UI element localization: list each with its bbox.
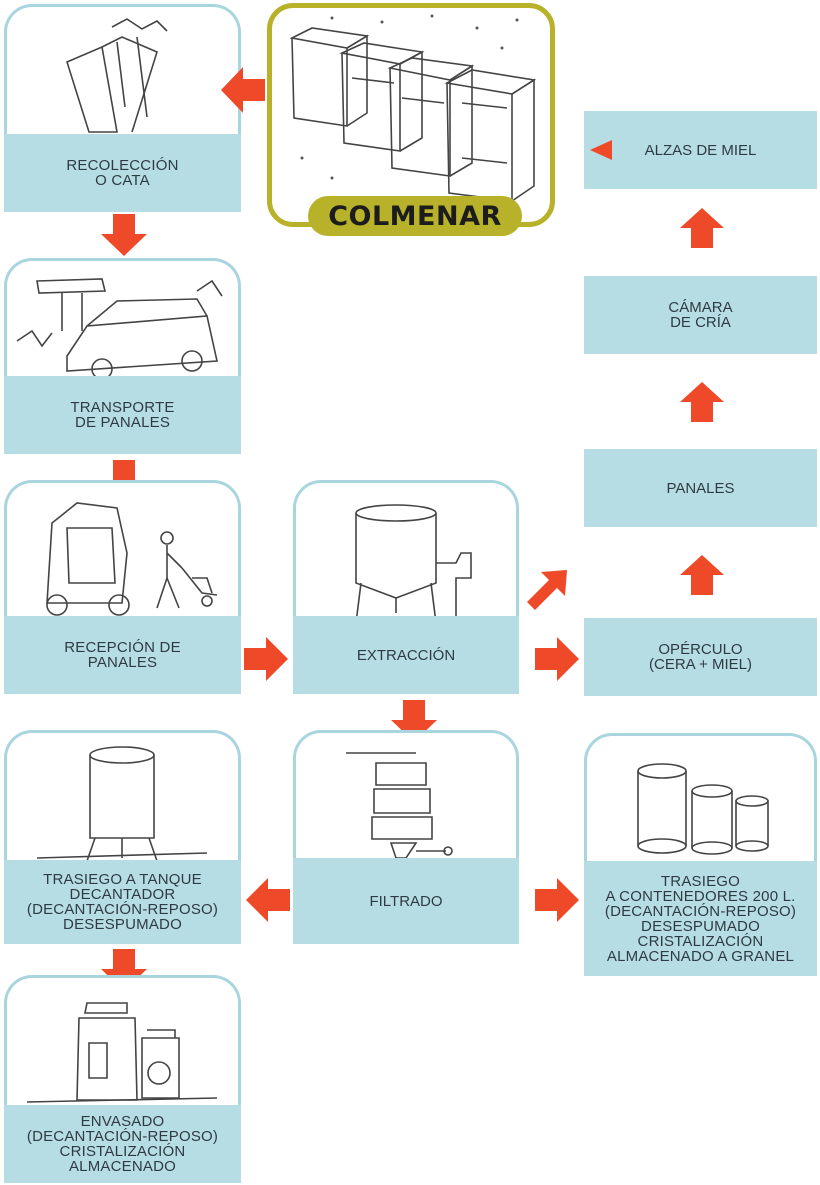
recepcion-card: RECEPCIÓN DE PANALES xyxy=(4,480,241,694)
extraccion-photo xyxy=(293,480,519,623)
trasiego-tanque-label: TRASIEGO A TANQUE DECANTADOR (DECANTACIÓ… xyxy=(4,860,241,944)
arrow-to-filtrado xyxy=(391,700,437,742)
decanting-tank-icon xyxy=(36,746,208,862)
trasiego-tanque-photo xyxy=(4,730,241,865)
arrow-to-panales-up xyxy=(680,555,724,595)
transporte-photo xyxy=(4,258,241,381)
arrow-to-trasiego-tanque xyxy=(246,878,290,922)
arrow-to-panales xyxy=(527,570,567,610)
extraccion-card: EXTRACCIÓN xyxy=(293,480,519,694)
barrels-icon xyxy=(637,763,769,855)
transporte-card: TRANSPORTE DE PANALES xyxy=(4,258,241,454)
panales-box: PANALES xyxy=(584,449,817,527)
envasado-photo xyxy=(4,975,241,1110)
recoleccion-card: RECOLECCIÓN O CATA xyxy=(4,4,241,212)
car-handtruck-icon xyxy=(46,502,218,616)
envasado-label: ENVASADO (DECANTACIÓN-REPOSO) CRISTALIZA… xyxy=(4,1105,241,1183)
arrow-to-camara xyxy=(680,382,724,422)
honey-extractor-icon xyxy=(355,504,472,623)
alzas-pointer-icon xyxy=(590,140,612,160)
arrow-to-recoleccion xyxy=(221,67,265,113)
trasiego-contenedores-photo xyxy=(584,733,817,866)
beehives-sketch-icon xyxy=(289,14,537,202)
arrow-to-transporte xyxy=(101,214,147,256)
jars-icon xyxy=(26,1002,218,1103)
van-icon xyxy=(16,278,223,380)
beekeeper-smoker-icon xyxy=(66,18,168,133)
colmenar-illustration-frame xyxy=(267,3,555,227)
extraccion-label: EXTRACCIÓN xyxy=(293,616,519,694)
filter-stack-icon xyxy=(346,752,453,859)
recoleccion-label: RECOLECCIÓN O CATA xyxy=(4,134,241,212)
arrow-to-trasiego-contenedores xyxy=(535,878,579,922)
filtrado-card: FILTRADO xyxy=(293,730,519,944)
arrow-to-extraccion xyxy=(244,637,288,681)
transporte-label: TRANSPORTE DE PANALES xyxy=(4,376,241,454)
alzas-box: ALZAS DE MIEL xyxy=(584,111,817,189)
recoleccion-photo xyxy=(4,4,241,139)
arrow-to-alzas xyxy=(680,208,724,248)
operculo-box: OPÉRCULO (CERA + MIEL) xyxy=(584,618,817,696)
filtrado-label: FILTRADO xyxy=(293,858,519,944)
envasado-card: ENVASADO (DECANTACIÓN-REPOSO) CRISTALIZA… xyxy=(4,975,241,1183)
colmenar-title: COLMENAR xyxy=(328,200,502,232)
arrow-to-envasado xyxy=(101,949,147,991)
trasiego-contenedores-card: TRASIEGO A CONTENEDORES 200 L. (DECANTAC… xyxy=(584,733,817,976)
colmenar-badge: COLMENAR xyxy=(308,196,522,236)
recepcion-photo xyxy=(4,480,241,623)
trasiego-contenedores-label: TRASIEGO A CONTENEDORES 200 L. (DECANTAC… xyxy=(584,861,817,976)
arrow-to-operculo xyxy=(535,637,579,681)
alzas-label: ALZAS DE MIEL xyxy=(644,141,757,159)
recepcion-label: RECEPCIÓN DE PANALES xyxy=(4,616,241,694)
camara-box: CÁMARA DE CRÍA xyxy=(584,276,817,354)
trasiego-tanque-card: TRASIEGO A TANQUE DECANTADOR (DECANTACIÓ… xyxy=(4,730,241,944)
filtrado-photo xyxy=(293,730,519,863)
